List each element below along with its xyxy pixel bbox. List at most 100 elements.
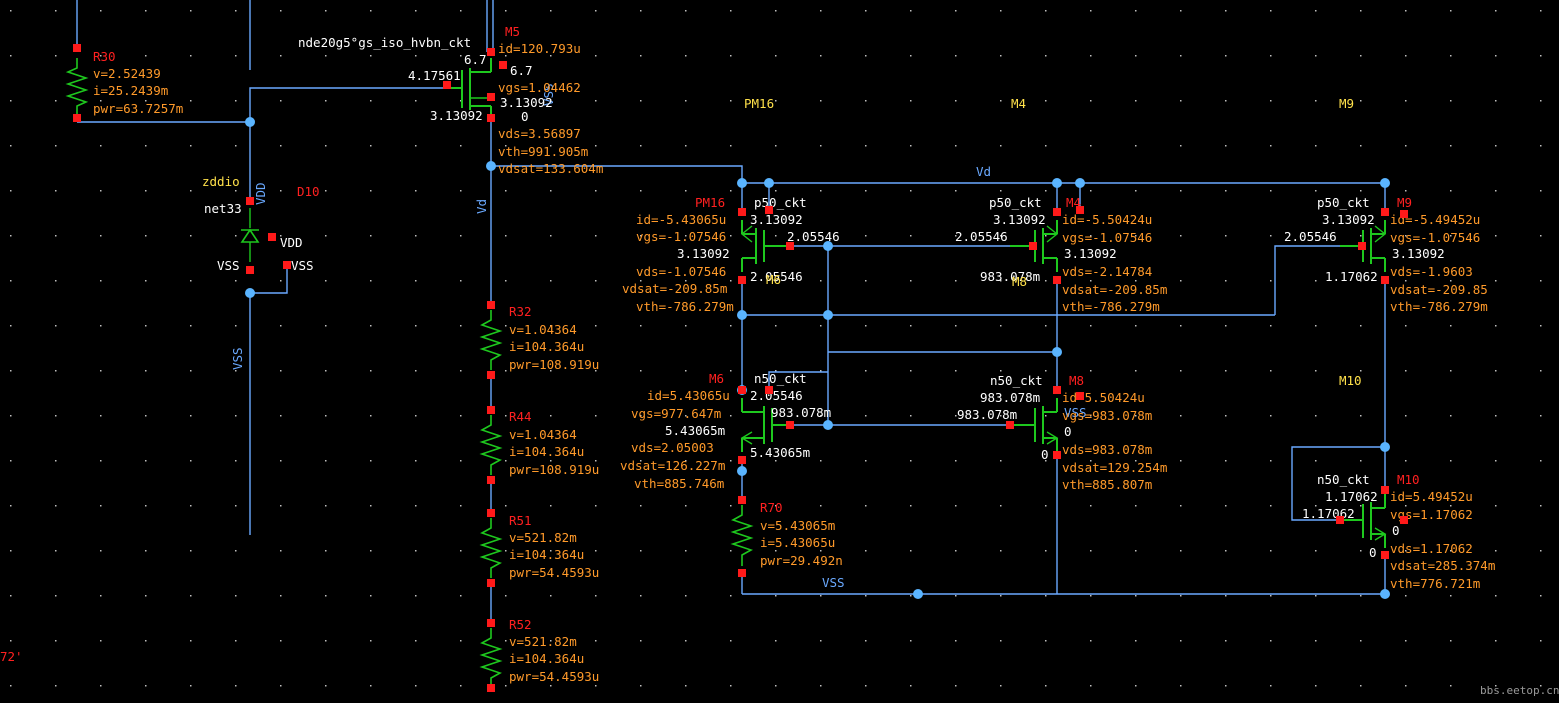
- junction-dot-icon[interactable]: [1052, 178, 1062, 188]
- pin-square-icon[interactable]: [73, 44, 81, 52]
- junction-dot-icon[interactable]: [764, 178, 774, 188]
- pin-square-icon[interactable]: [1006, 421, 1014, 429]
- pm16-vdsat: vdsat=-209.85m: [622, 281, 727, 296]
- grid-dot: [1135, 55, 1137, 57]
- pin-square-icon[interactable]: [487, 371, 495, 379]
- grid-dot: [190, 595, 192, 597]
- grid-dot: [55, 100, 57, 102]
- junction-dot-icon[interactable]: [823, 310, 833, 320]
- junction-dot-icon[interactable]: [1052, 347, 1062, 357]
- junction-dot-icon[interactable]: [823, 420, 833, 430]
- pin-square-icon[interactable]: [487, 114, 495, 122]
- grid-dot: [1315, 505, 1317, 507]
- pin-square-icon[interactable]: [487, 301, 495, 309]
- pin-square-icon[interactable]: [499, 61, 507, 69]
- pin-square-icon[interactable]: [487, 619, 495, 627]
- mosfet-m4[interactable]: M4 p50_ckt M4 3.13092 id=-5.50424u 2.055…: [955, 96, 1167, 314]
- junction-dot-icon[interactable]: [486, 161, 496, 171]
- grid-dot: [865, 190, 867, 192]
- pin-square-icon[interactable]: [1400, 516, 1408, 524]
- pin-square-icon[interactable]: [765, 206, 773, 214]
- grid-dot: [1090, 235, 1092, 237]
- grid-dot: [55, 280, 57, 282]
- pin-square-icon[interactable]: [246, 266, 254, 274]
- pin-square-icon[interactable]: [1381, 486, 1389, 494]
- junction-dot-icon[interactable]: [913, 589, 923, 599]
- mosfet-icon: [1340, 494, 1387, 548]
- grid-dot: [55, 640, 57, 642]
- pin-square-icon[interactable]: [1400, 210, 1408, 218]
- pin-square-icon[interactable]: [1381, 276, 1389, 284]
- junction-dot-icon[interactable]: [737, 178, 747, 188]
- pin-square-icon[interactable]: [1076, 206, 1084, 214]
- pin-square-icon[interactable]: [443, 81, 451, 89]
- pin-square-icon[interactable]: [487, 406, 495, 414]
- mosfet-m9[interactable]: M9 p50_ckt M9 3.13092 id=-5.49452u 2.055…: [1284, 96, 1488, 314]
- grid-dot: [10, 415, 12, 417]
- pin-square-icon[interactable]: [283, 261, 291, 269]
- resistor-r44[interactable]: R44 v=1.04364 i=104.364u pwr=108.919u: [479, 409, 599, 477]
- pin-square-icon[interactable]: [1381, 208, 1389, 216]
- resistor-r30[interactable]: R30 v=2.52439 i=25.2439m pwr=63.7257m: [65, 49, 183, 116]
- pin-square-icon[interactable]: [738, 208, 746, 216]
- mosfet-m8[interactable]: n50_ckt M8 983.078m id=5.50424u 983.078m…: [957, 373, 1167, 492]
- pin-square-icon[interactable]: [487, 93, 495, 101]
- mosfet-m10[interactable]: M10 n50_ckt M10 1.17062 id=5.49452u 1.17…: [1302, 373, 1495, 591]
- pin-square-icon[interactable]: [1381, 551, 1389, 559]
- grid-dot: [100, 55, 102, 57]
- pin-square-icon[interactable]: [1053, 386, 1061, 394]
- pin-square-icon[interactable]: [487, 476, 495, 484]
- mosfet-pm16[interactable]: PM16 PM16 p50_ckt id=-5.43065u 3.13092 v…: [622, 96, 840, 314]
- junction-dot-icon[interactable]: [737, 466, 747, 476]
- pin-square-icon[interactable]: [1053, 208, 1061, 216]
- junction-dot-icon[interactable]: [737, 310, 747, 320]
- junction-dot-icon[interactable]: [1380, 178, 1390, 188]
- pin-square-icon[interactable]: [1358, 242, 1366, 250]
- junction-dot-icon[interactable]: [245, 288, 255, 298]
- pin-square-icon[interactable]: [786, 242, 794, 250]
- pin-square-icon[interactable]: [1053, 451, 1061, 459]
- pin-square-icon[interactable]: [738, 456, 746, 464]
- pin-square-icon[interactable]: [487, 48, 495, 56]
- pin-square-icon[interactable]: [1336, 516, 1344, 524]
- pin-square-icon[interactable]: [1076, 392, 1084, 400]
- pin-square-icon[interactable]: [765, 386, 773, 394]
- pin-square-icon[interactable]: [1053, 276, 1061, 284]
- junction-dot-icon[interactable]: [1075, 178, 1085, 188]
- pin-square-icon[interactable]: [1029, 242, 1037, 250]
- m10-id: id=5.49452u: [1390, 489, 1473, 504]
- mosfet-m5[interactable]: nde20g5°gs_iso_hvbn_ckt M5 id=120.793u 6…: [298, 24, 603, 176]
- pin-square-icon[interactable]: [268, 233, 276, 241]
- grid-dot: [1045, 280, 1047, 282]
- pin-square-icon[interactable]: [487, 509, 495, 517]
- junction-dot-icon[interactable]: [823, 241, 833, 251]
- junction-dot-icon[interactable]: [1380, 589, 1390, 599]
- diode-d10[interactable]: zddio D10 net33 VDD VDD VSS VSS: [202, 174, 320, 273]
- grid-dot: [1180, 640, 1182, 642]
- junction-dot-icon[interactable]: [1380, 442, 1390, 452]
- resistor-r52[interactable]: R52 v=521.82m i=104.364u pwr=54.4593u: [479, 617, 599, 688]
- pin-square-icon[interactable]: [487, 579, 495, 587]
- mosfet-m6[interactable]: M6 n50_ckt id=5.43065u 2.05546 vgs=977.6…: [620, 371, 831, 491]
- grid-dot: [1540, 415, 1542, 417]
- r51-current: i=104.364u: [509, 547, 584, 562]
- grid-dot: [1135, 685, 1137, 687]
- pin-square-icon[interactable]: [246, 197, 254, 205]
- r44-current: i=104.364u: [509, 444, 584, 459]
- resistor-r70[interactable]: R70 v=5.43065m i=5.43065u pwr=29.492n: [730, 500, 843, 568]
- pin-square-icon[interactable]: [738, 276, 746, 284]
- grid-dot: [1045, 145, 1047, 147]
- resistor-r51[interactable]: R51 v=521.82m i=104.364u pwr=54.4593u: [479, 513, 599, 580]
- resistor-r32[interactable]: R32 v=1.04364 i=104.364u pwr=108.919u: [479, 304, 599, 372]
- pin-square-icon[interactable]: [738, 496, 746, 504]
- pin-square-icon[interactable]: [487, 684, 495, 692]
- junction-dot-icon[interactable]: [245, 117, 255, 127]
- grid-dot: [775, 190, 777, 192]
- pin-square-icon[interactable]: [738, 386, 746, 394]
- grid-dot: [415, 595, 417, 597]
- pin-square-icon[interactable]: [786, 421, 794, 429]
- pin-square-icon[interactable]: [73, 114, 81, 122]
- pin-square-icon[interactable]: [738, 569, 746, 577]
- grid-dot: [685, 325, 687, 327]
